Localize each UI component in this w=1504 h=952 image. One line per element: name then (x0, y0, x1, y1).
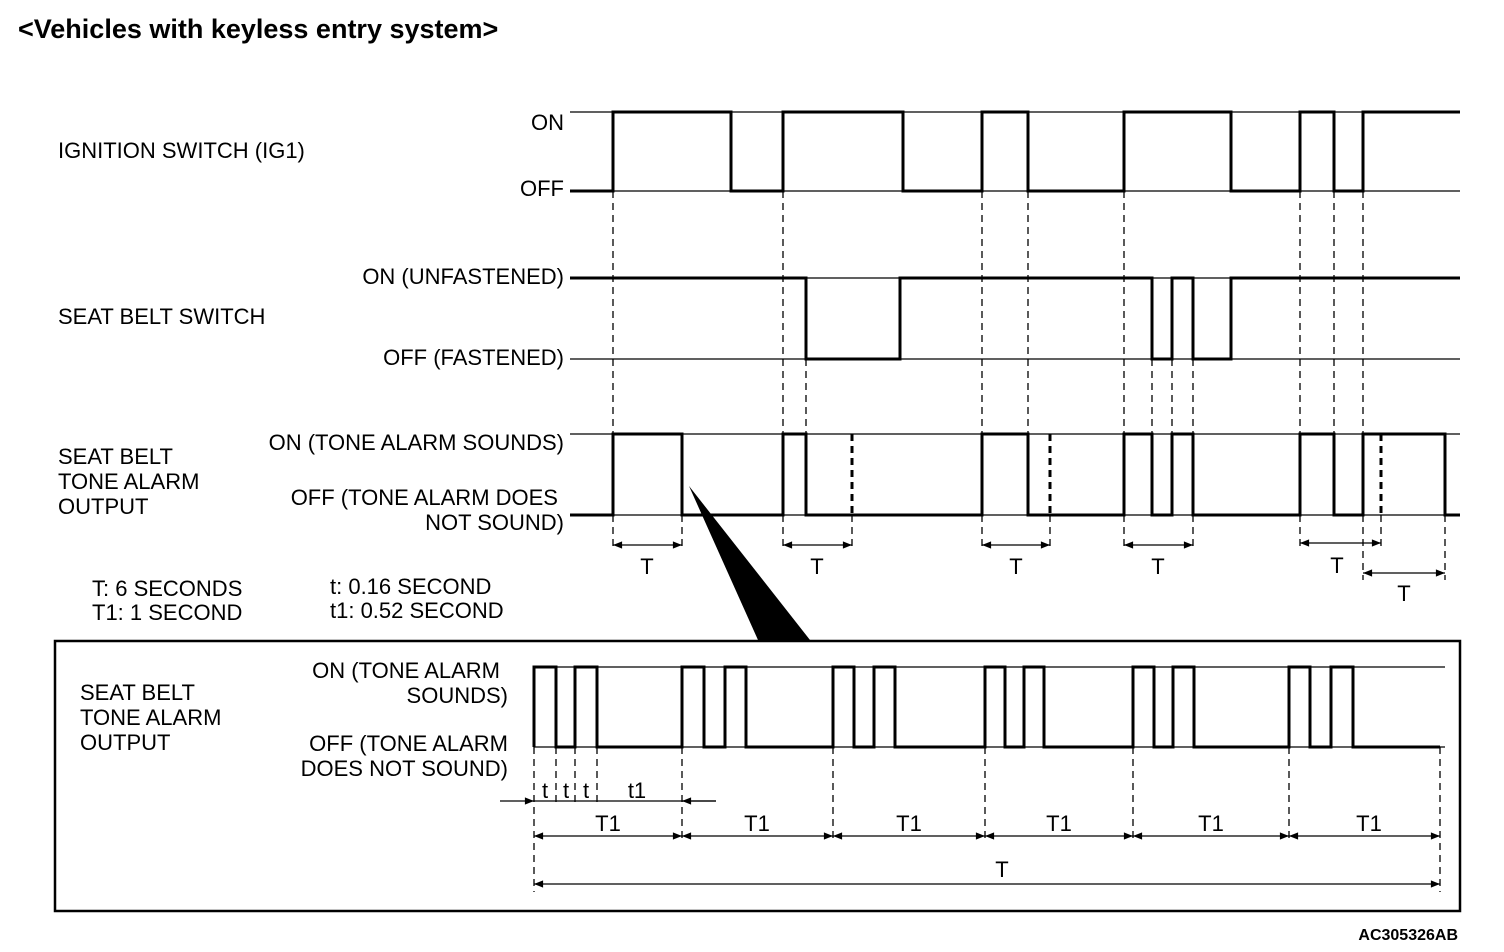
detail-t-label: t (542, 778, 548, 803)
detail-T1-label: T1 (595, 811, 621, 836)
detail-t1-label: t1 (628, 778, 646, 803)
detail-t-label: t (563, 778, 569, 803)
alarm-output-label-line2: TONE ALARM (58, 469, 199, 494)
detail-T1-label: T1 (744, 811, 770, 836)
seat-belt-waveform (570, 276, 1460, 361)
ignition-waveform (570, 110, 1460, 193)
alarm-output-label-line1: SEAT BELT (58, 444, 173, 469)
seat-belt-off-label: OFF (FASTENED) (383, 345, 564, 370)
detail-label-line3: OUTPUT (80, 730, 170, 755)
detail-label-line2: TONE ALARM (80, 705, 221, 730)
interval-t-label: T (1009, 554, 1022, 579)
legend-t: t: 0.16 SECOND (330, 574, 491, 599)
seat-belt-on-label: ON (UNFASTENED) (362, 264, 564, 289)
detail-off-label-line2: DOES NOT SOUND) (301, 756, 508, 781)
ignition-on-label: ON (531, 110, 564, 135)
detail-t-label: t (583, 778, 589, 803)
alarm-off-label-line1: OFF (TONE ALARM DOES (291, 485, 558, 510)
legend-T1: T1: 1 SECOND (92, 600, 242, 625)
legend-t1: t1: 0.52 SECOND (330, 598, 504, 623)
interval-t-label: T (1330, 553, 1343, 578)
zoom-callout-wedge (689, 486, 810, 640)
detail-label-line1: SEAT BELT (80, 680, 195, 705)
alarm-output-label-line3: OUTPUT (58, 494, 148, 519)
legend-T: T: 6 SECONDS (92, 576, 242, 601)
interval-t-label: T (810, 554, 823, 579)
figure-code: AC305326AB (1358, 927, 1458, 944)
ignition-off-label: OFF (520, 176, 564, 201)
alarm-off-label-line2: NOT SOUND) (425, 510, 564, 535)
ignition-switch-label: IGNITION SWITCH (IG1) (58, 138, 305, 163)
interval-t-label: T (640, 554, 653, 579)
detail-box (53, 639, 1462, 913)
seat-belt-switch-label: SEAT BELT SWITCH (58, 304, 265, 329)
detail-on-label-line2: SOUNDS) (407, 683, 508, 708)
interval-t-label: T (1151, 554, 1164, 579)
interval-t-label: T (1397, 581, 1410, 606)
detail-T-label: T (995, 857, 1008, 882)
page-title: <Vehicles with keyless entry system> (18, 14, 498, 44)
detail-T1-label: T1 (896, 811, 922, 836)
alarm-on-label: ON (TONE ALARM SOUNDS) (269, 430, 564, 455)
alarm-output-waveform (570, 432, 1460, 517)
detail-T1-label: T1 (1356, 811, 1382, 836)
detail-T1-label: T1 (1198, 811, 1224, 836)
detail-pulse-waveform (532, 665, 1440, 749)
detail-off-label-line1: OFF (TONE ALARM (309, 731, 508, 756)
detail-T1-label: T1 (1046, 811, 1072, 836)
detail-on-label-line1: ON (TONE ALARM (312, 658, 500, 683)
